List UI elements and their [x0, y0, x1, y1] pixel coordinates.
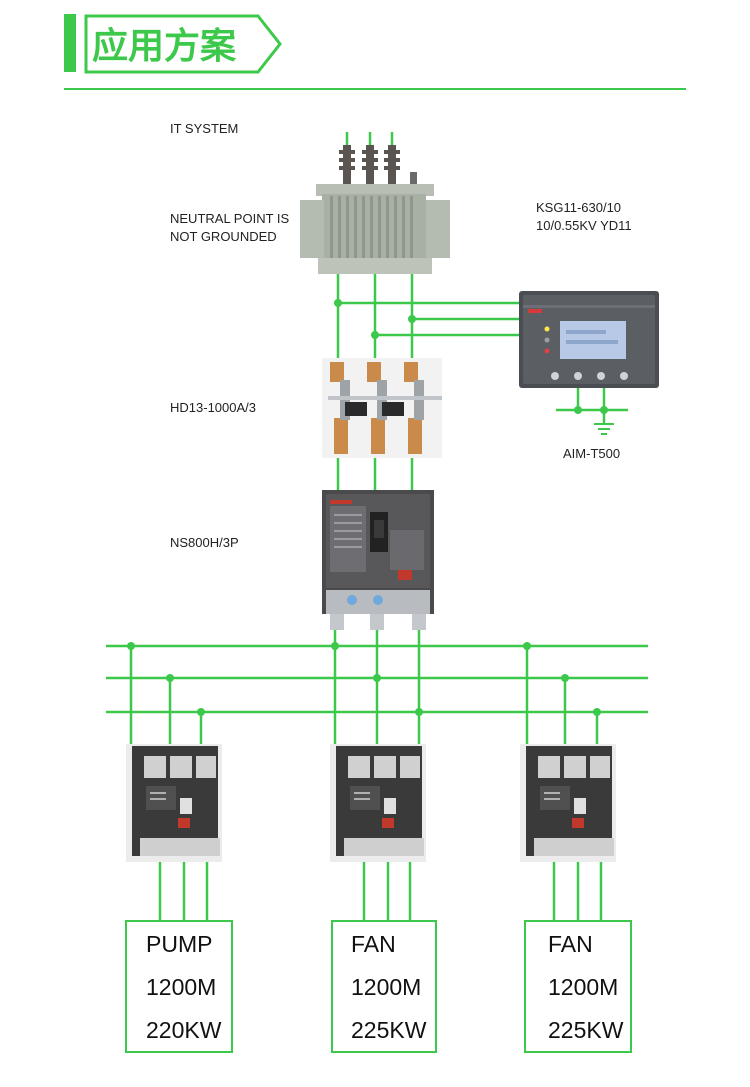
junction-dot [574, 406, 582, 414]
load-box-1: PUMP 1200M 220KW [125, 920, 233, 1053]
it-system-label: IT SYSTEM [170, 121, 238, 136]
junction-dot [593, 708, 601, 716]
page-title: 应用方案 [92, 26, 237, 67]
junction-dot [166, 674, 174, 682]
switch-model-label: HD13-1000A/3 [170, 400, 256, 415]
junction-dot [415, 708, 423, 716]
load-power: 220KW [146, 1017, 222, 1043]
junction-dots [127, 299, 608, 716]
branch-breaker-2 [330, 744, 426, 862]
transformer-model-label: KSG11-630/10 [536, 200, 621, 215]
transformer-rating-label: 10/0.55KV YD11 [536, 218, 632, 233]
neutral-label-line1: NEUTRAL POINT IS [170, 211, 290, 226]
junction-dot [600, 406, 608, 414]
header-divider [64, 88, 686, 90]
load-power: 225KW [351, 1017, 427, 1043]
branch-breaker-3 [520, 744, 616, 862]
junction-dot [127, 642, 135, 650]
junction-dot [371, 331, 379, 339]
load-size: 1200M [548, 974, 618, 1000]
junction-dot [408, 315, 416, 323]
junction-dot [561, 674, 569, 682]
junction-dot [331, 642, 339, 650]
transformer [300, 145, 450, 274]
load-size: 1200M [351, 974, 421, 1000]
load-name: FAN [351, 931, 396, 957]
load-power: 225KW [548, 1017, 624, 1043]
header-title-frame [84, 14, 282, 74]
load-name: FAN [548, 931, 593, 957]
header: 应用方案 [64, 14, 686, 90]
monitor-model-label: AIM-T500 [563, 446, 620, 461]
wires [106, 132, 648, 922]
junction-dot [334, 299, 342, 307]
load-box-2: FAN 1200M 225KW [331, 920, 437, 1053]
load-size: 1200M [146, 974, 216, 1000]
disconnect-switch [322, 358, 442, 458]
breaker-model-label: NS800H/3P [170, 535, 239, 550]
junction-dot [523, 642, 531, 650]
main-breaker [322, 490, 434, 630]
ground-icon [594, 423, 614, 435]
junction-dot [373, 674, 381, 682]
insulation-monitor [519, 291, 659, 388]
branch-breaker-1 [126, 744, 222, 862]
load-box-3: FAN 1200M 225KW [524, 920, 632, 1053]
neutral-label-line2: NOT GROUNDED [170, 229, 277, 244]
header-accent-bar [64, 14, 76, 72]
load-name: PUMP [146, 931, 212, 957]
junction-dot [197, 708, 205, 716]
